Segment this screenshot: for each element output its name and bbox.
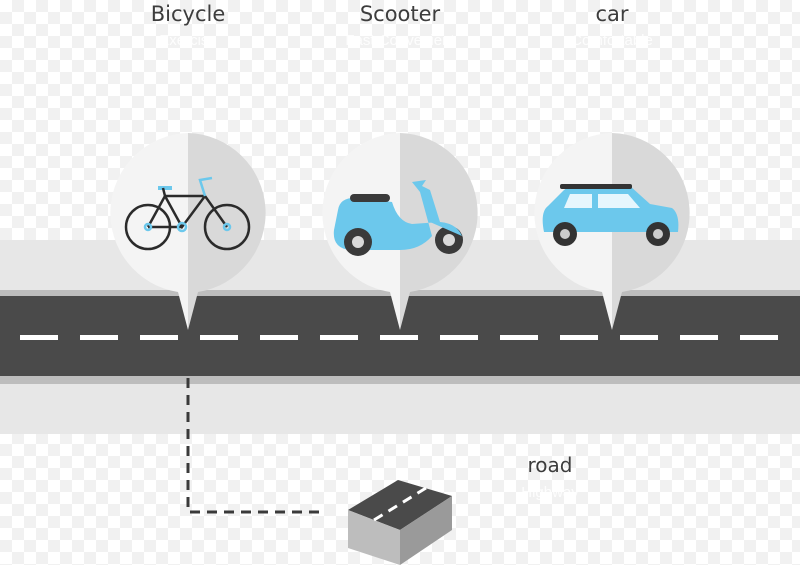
road-subtitle: Highway (521, 484, 579, 501)
car-label: car (595, 2, 629, 26)
lane-dash (740, 335, 778, 340)
bicycle-subtitle: Exercise (159, 32, 217, 49)
car-subtitle: Comfortable (571, 32, 653, 49)
lane-dash (680, 335, 718, 340)
car-bubble (534, 133, 690, 330)
car-icon (542, 184, 679, 246)
lane-dash (200, 335, 238, 340)
lane-dash (20, 335, 58, 340)
road-edge-bottom (0, 376, 800, 384)
road-block-icon (348, 480, 452, 565)
scooter-label: Scooter (359, 2, 441, 26)
road-label: road (527, 453, 573, 477)
lane-dash (620, 335, 658, 340)
connector-line (186, 378, 322, 514)
lane-dash (260, 335, 298, 340)
lane-dash (380, 335, 418, 340)
lane-dash (500, 335, 538, 340)
lane-dash (560, 335, 598, 340)
scooter-bubble (322, 133, 478, 330)
lane-dash (320, 335, 358, 340)
lane-dash (80, 335, 118, 340)
bicycle-icon (124, 176, 251, 251)
bicycle-bubble (110, 133, 266, 330)
lane-markings (20, 335, 778, 340)
scooter-icon (333, 180, 463, 256)
bicycle-label: Bicycle (150, 2, 226, 26)
lane-dash (140, 335, 178, 340)
scooter-subtitle: Fast Convenient (345, 32, 455, 49)
lane-dash (440, 335, 478, 340)
lower-shoulder (0, 384, 800, 434)
